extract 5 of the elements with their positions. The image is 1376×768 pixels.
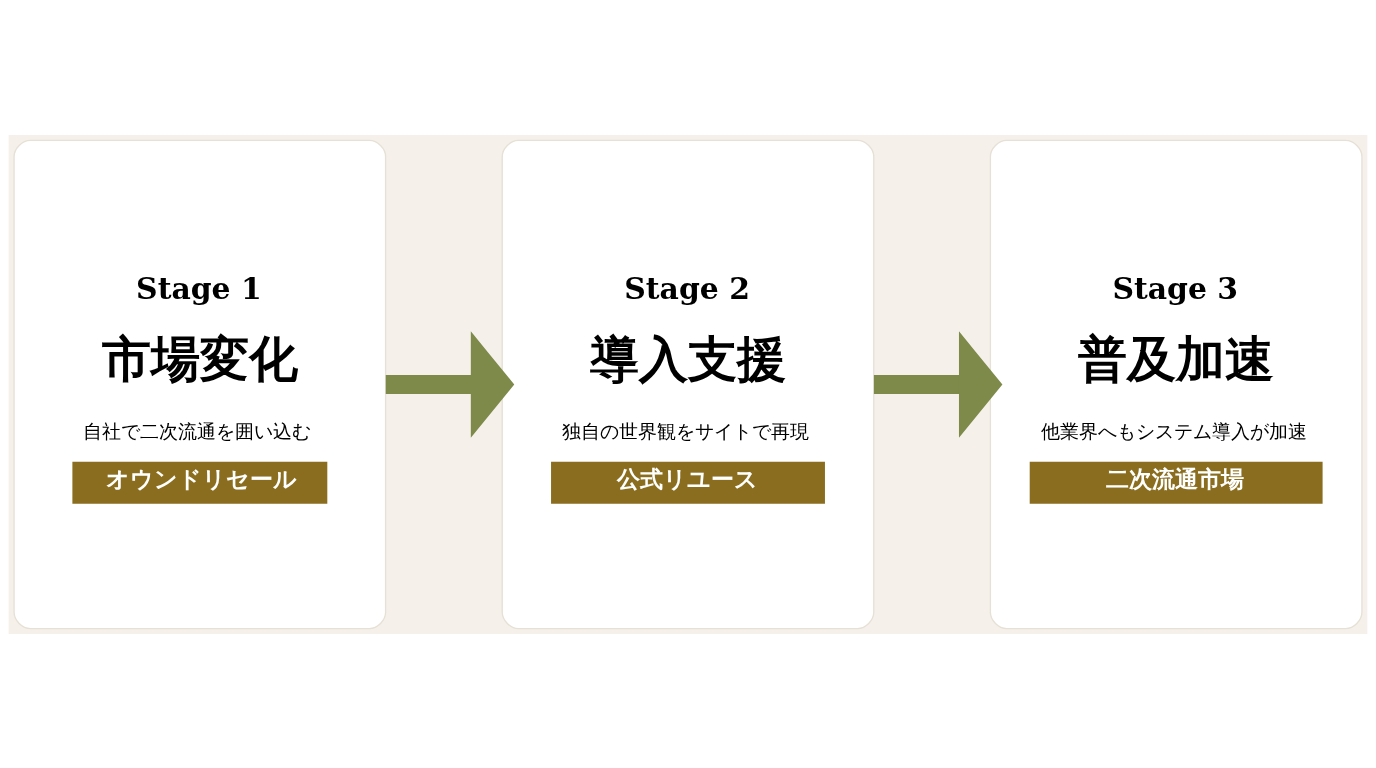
- node-box: Stage 2 導入支援 独自の世界観をサイトで再現 公式リユース: [501, 139, 875, 629]
- arrow: [873, 330, 1003, 438]
- node-box: Stage 1 市場変化 自社で二次流通を囲い込む オウンドリセール: [13, 139, 387, 629]
- arrow: [385, 330, 515, 438]
- node-box: Stage 3 普及加速 他業界へもシステム導入が加速 二次流通市場: [989, 139, 1363, 629]
